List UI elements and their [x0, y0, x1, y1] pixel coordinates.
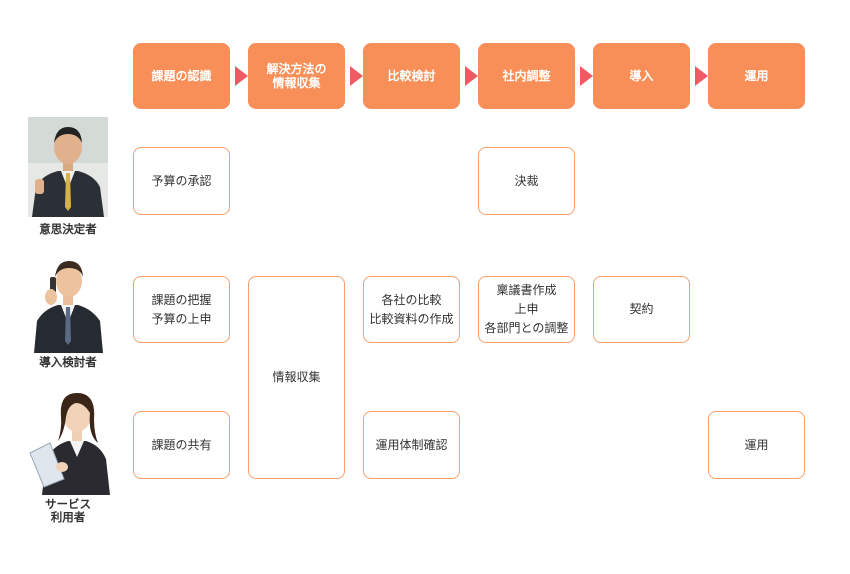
stage-label: 導入 — [629, 69, 654, 83]
role-decision-maker: 意思決定者 — [39, 222, 97, 236]
task-text-line2: 上申 — [514, 302, 539, 316]
task-contract: 契約 — [593, 276, 690, 343]
role-label-line2: 利用者 — [50, 510, 86, 524]
task-text: 予算の承認 — [151, 173, 212, 188]
evaluator-photo — [28, 253, 108, 353]
task-text: 運用 — [744, 437, 769, 452]
stage-operation: 運用 — [708, 43, 805, 109]
task-vendor-compare: 各社の比較 比較資料の作成 — [363, 276, 460, 343]
role-service-user: サービス 利用者 — [18, 498, 118, 524]
task-text: 情報収集 — [272, 370, 321, 384]
task-text: 運用体制確認 — [375, 437, 448, 452]
task-text-line1: 各社の比較 — [381, 292, 442, 307]
stage-internal-coordination: 社内調整 — [478, 43, 575, 109]
stage-label: 運用 — [744, 69, 769, 83]
service-user-photo — [28, 383, 118, 495]
stage-label: 比較検討 — [387, 69, 436, 83]
task-text: 課題の共有 — [151, 437, 212, 452]
flow-arrow-icon — [695, 66, 708, 86]
task-proposal: 稟議書作成 上申 各部門との調整 — [478, 276, 575, 343]
role-label-line1: サービス — [45, 497, 91, 511]
task-operation-check: 運用体制確認 — [363, 411, 460, 479]
task-issue-grasp: 課題の把握 予算の上申 — [133, 276, 230, 343]
task-final-approval: 決裁 — [478, 147, 575, 215]
stage-label-line2: 情報収集 — [272, 76, 321, 90]
decision-maker-photo — [28, 117, 108, 217]
task-info-gathering: 情報収集 — [248, 276, 345, 479]
stage-introduction: 導入 — [593, 43, 690, 109]
task-text: 契約 — [629, 302, 654, 316]
flow-arrow-icon — [465, 66, 478, 86]
stage-recognition: 課題の認識 — [133, 43, 230, 109]
task-text-line2: 比較資料の作成 — [369, 311, 454, 326]
task-text: 決裁 — [514, 173, 539, 188]
task-text-line1: 稟議書作成 — [496, 283, 557, 297]
flow-arrow-icon — [235, 66, 248, 86]
role-evaluator: 導入検討者 — [39, 355, 97, 369]
stage-label: 社内調整 — [502, 69, 551, 83]
stage-label: 課題の認識 — [151, 69, 212, 83]
task-issue-share: 課題の共有 — [133, 411, 230, 479]
task-budget-approval: 予算の承認 — [133, 147, 230, 215]
stage-info-collection: 解決方法の 情報収集 — [248, 43, 345, 109]
flow-arrow-icon — [350, 66, 363, 86]
task-operation: 運用 — [708, 411, 805, 479]
stage-comparison: 比較検討 — [363, 43, 460, 109]
task-text-line2: 予算の上申 — [151, 311, 212, 326]
task-text-line3: 各部門との調整 — [484, 321, 569, 335]
task-text-line1: 課題の把握 — [151, 292, 212, 307]
flow-arrow-icon — [580, 66, 593, 86]
stage-label-line1: 解決方法の — [266, 62, 327, 76]
